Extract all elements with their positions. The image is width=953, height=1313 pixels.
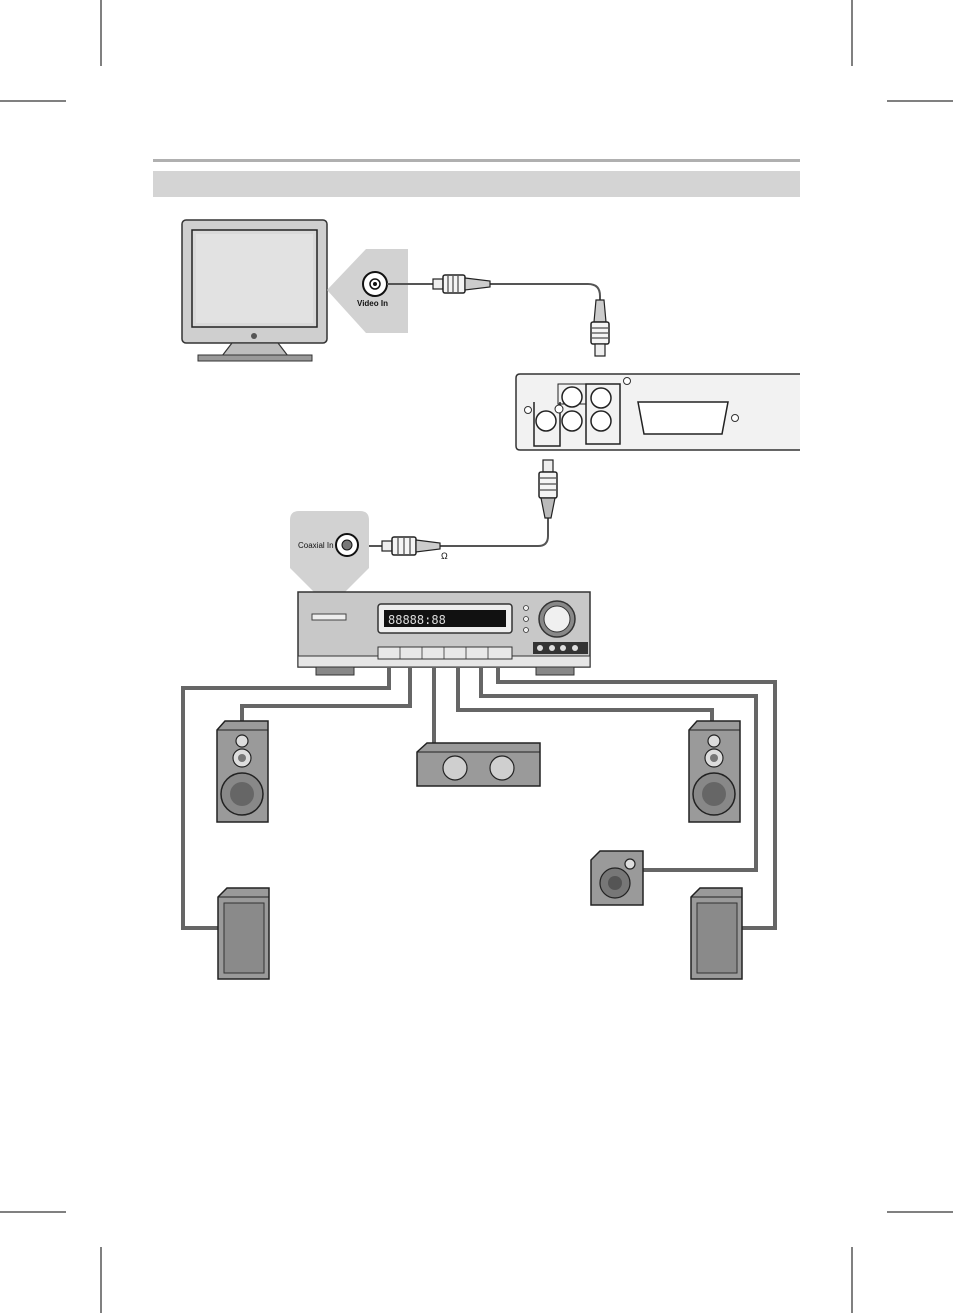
receiver-coaxial-in-panel: Coaxial In <box>290 511 369 592</box>
av-receiver: 88888:88 <box>298 592 590 675</box>
coaxial-out-jack <box>536 411 556 431</box>
rear-left-speaker <box>218 888 269 979</box>
coaxial-cable: Ω <box>360 460 557 561</box>
television <box>182 220 327 361</box>
subwoofer <box>591 851 643 905</box>
header-bar <box>153 171 800 197</box>
video-plug-horizontal <box>433 275 490 293</box>
speaker-terminal-strip <box>378 647 512 659</box>
coaxial-in-label: Coaxial In <box>298 541 334 550</box>
center-speaker <box>417 743 540 786</box>
tv-video-in-panel: Video In <box>327 249 408 333</box>
dvd-rear-panel <box>516 374 800 450</box>
speaker-wires <box>183 667 775 928</box>
display-readout: 88888:88 <box>388 613 446 627</box>
ohm-label: Ω <box>441 551 448 561</box>
rear-right-speaker <box>691 888 742 979</box>
scart-connector <box>638 402 728 434</box>
coax-plug-horizontal <box>382 537 440 555</box>
header-rule <box>153 159 800 162</box>
tv-power-icon <box>251 333 257 339</box>
video-in-label: Video In <box>357 299 388 308</box>
coax-plug-vertical <box>539 460 557 518</box>
video-plug-vertical <box>591 300 609 356</box>
video-out-jack <box>591 388 611 408</box>
front-right-speaker <box>689 721 740 822</box>
front-left-speaker <box>217 721 268 822</box>
video-cable <box>387 275 609 356</box>
